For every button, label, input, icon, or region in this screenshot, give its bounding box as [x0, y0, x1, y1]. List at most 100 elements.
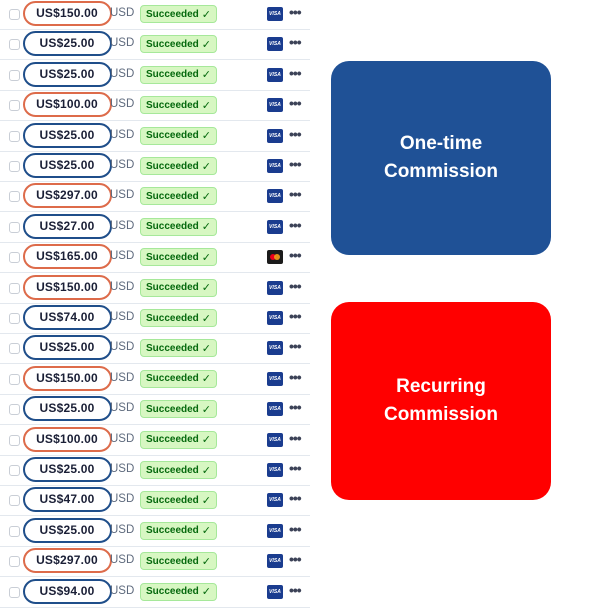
recurring-highlight-oval — [23, 487, 112, 513]
more-actions-icon[interactable]: ••• — [289, 95, 302, 112]
more-actions-icon[interactable]: ••• — [289, 64, 302, 81]
row-checkbox[interactable] — [9, 9, 20, 20]
more-actions-icon[interactable]: ••• — [289, 429, 302, 446]
checkmark-icon: ✓ — [201, 190, 212, 203]
visa-card-icon: VISA — [267, 98, 283, 113]
status-badge: Succeeded✓ — [140, 35, 217, 54]
more-actions-icon[interactable]: ••• — [289, 247, 302, 264]
visa-card-icon: VISA — [267, 311, 283, 325]
more-actions-icon[interactable]: ••• — [289, 216, 302, 233]
visa-card-icon: VISA — [267, 463, 283, 477]
status-badge: Succeeded✓ — [140, 248, 217, 267]
row-checkbox[interactable] — [9, 282, 20, 294]
row-checkbox[interactable] — [9, 161, 20, 172]
recurring-highlight-oval — [23, 396, 112, 422]
visa-card-icon: VISA — [267, 554, 283, 569]
payment-amount: US$47.00 — [39, 492, 95, 507]
more-actions-icon[interactable]: ••• — [289, 34, 302, 51]
checkmark-icon: ✓ — [201, 282, 212, 295]
more-actions-icon[interactable]: ••• — [289, 4, 302, 20]
payment-currency: USD — [110, 432, 135, 445]
legend-one-time-commission: One-time Commission — [331, 61, 551, 255]
payment-amount: US$25.00 — [39, 66, 95, 81]
row-checkbox[interactable] — [9, 191, 20, 203]
more-actions-icon[interactable]: ••• — [289, 308, 302, 324]
row-checkbox[interactable] — [9, 221, 20, 233]
more-actions-icon[interactable]: ••• — [289, 277, 302, 294]
row-checkbox[interactable] — [9, 556, 20, 568]
row-checkbox[interactable] — [9, 465, 20, 476]
one-time-highlight-oval — [23, 244, 112, 270]
row-checkbox[interactable] — [9, 39, 20, 51]
payment-currency: USD — [110, 311, 135, 323]
row-checkbox[interactable] — [9, 69, 20, 81]
row-checkbox[interactable] — [9, 313, 20, 324]
status-label: Succeeded — [145, 525, 199, 537]
more-actions-icon[interactable]: ••• — [289, 551, 302, 568]
row-checkbox[interactable] — [9, 130, 20, 142]
more-actions-icon[interactable]: ••• — [289, 156, 302, 172]
visa-card-icon: VISA — [267, 432, 283, 447]
row-checkbox[interactable] — [9, 100, 20, 112]
more-actions-icon[interactable]: ••• — [289, 186, 302, 203]
checkmark-icon: ✓ — [201, 342, 212, 355]
status-label: Succeeded — [145, 282, 199, 294]
row-checkbox[interactable] — [9, 434, 20, 446]
payment-amount: US$165.00 — [36, 249, 98, 264]
payment-amount: US$297.00 — [36, 553, 98, 568]
more-actions-icon[interactable]: ••• — [289, 581, 302, 598]
row-checkbox[interactable] — [9, 586, 20, 598]
more-actions-icon[interactable]: ••• — [289, 368, 302, 385]
visa-card-icon: VISA — [267, 584, 283, 599]
status-badge: Succeeded✓ — [140, 521, 217, 540]
row-checkbox[interactable] — [9, 525, 20, 537]
status-badge: Succeeded✓ — [140, 430, 217, 449]
status-badge: Succeeded✓ — [140, 491, 217, 510]
payment-amount: US$297.00 — [36, 188, 98, 203]
more-actions-icon[interactable]: ••• — [289, 520, 302, 537]
row-checkbox[interactable] — [9, 404, 20, 416]
payment-currency: USD — [110, 189, 135, 202]
more-actions-icon[interactable]: ••• — [289, 338, 302, 355]
more-actions-icon[interactable]: ••• — [289, 399, 302, 416]
row-checkbox[interactable] — [9, 373, 20, 385]
more-actions-icon[interactable]: ••• — [289, 460, 302, 476]
row-checkbox[interactable] — [9, 252, 20, 264]
status-badge: Succeeded✓ — [140, 126, 217, 145]
more-actions-icon[interactable]: ••• — [289, 490, 302, 507]
legend-recurring-commission: Recurring Commission — [331, 302, 551, 500]
status-badge: Succeeded✓ — [140, 309, 217, 327]
payment-amount: US$25.00 — [39, 462, 95, 476]
one-time-highlight-oval — [23, 426, 112, 452]
row-checkbox[interactable] — [9, 495, 20, 507]
status-label: Succeeded — [145, 586, 199, 598]
payment-amount: US$25.00 — [39, 522, 95, 537]
row-checkbox[interactable] — [9, 343, 20, 355]
visa-card-icon: VISA — [267, 67, 283, 82]
more-actions-icon[interactable]: ••• — [289, 125, 302, 142]
checkmark-icon: ✓ — [201, 69, 212, 82]
checkmark-icon: ✓ — [201, 312, 212, 325]
one-time-highlight-oval — [23, 92, 112, 118]
payment-currency: USD — [110, 493, 135, 506]
